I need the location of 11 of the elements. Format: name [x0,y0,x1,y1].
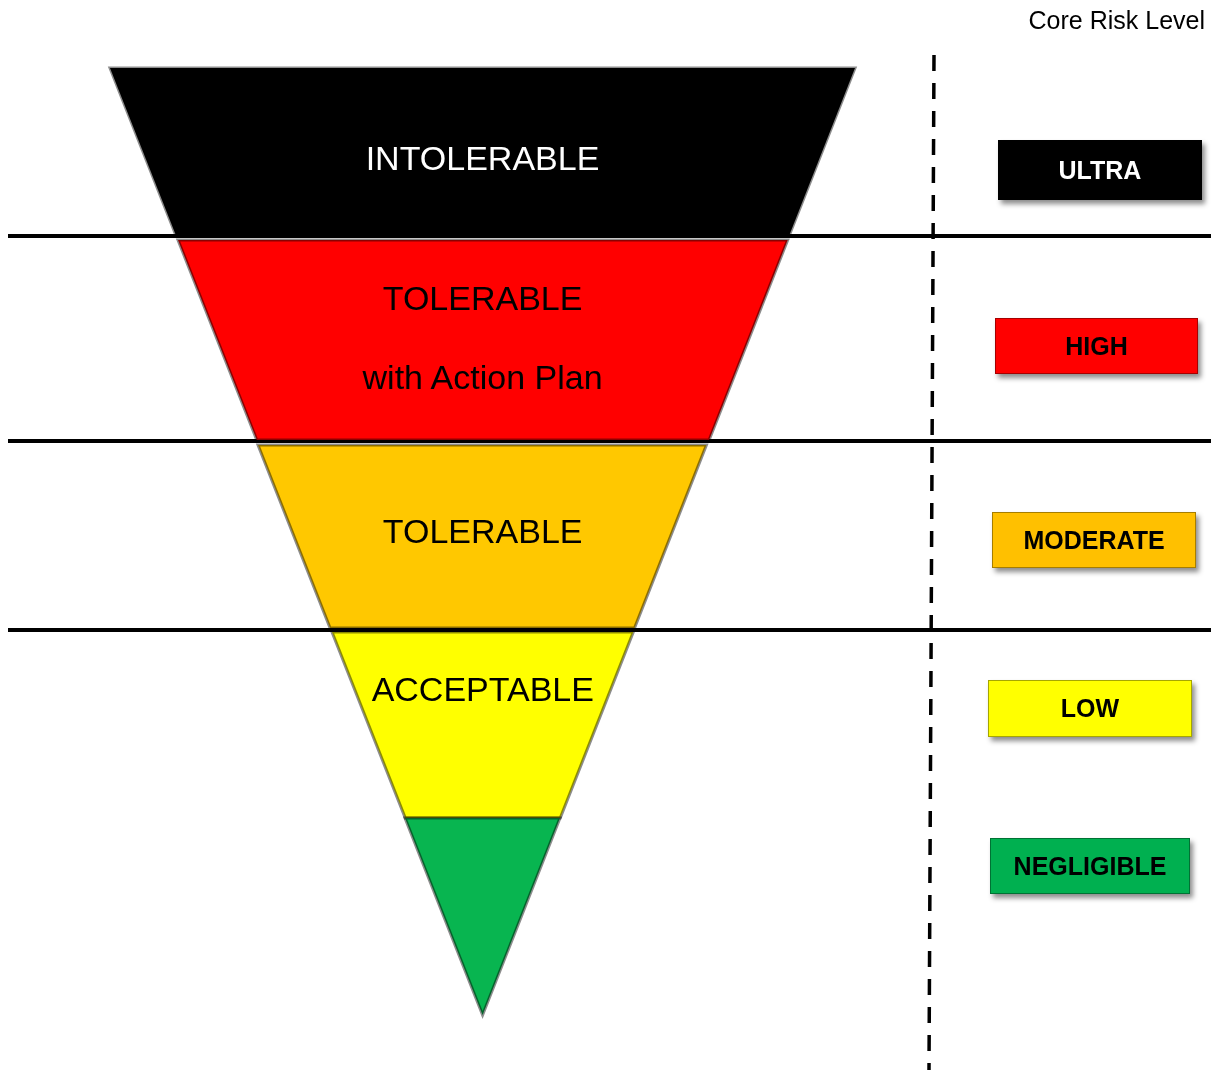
risk-level-tag: LOW [988,680,1192,737]
column-heading: Core Risk Level [1028,6,1205,35]
risk-level-tag: MODERATE [992,512,1196,568]
band-label: ACCEPTABLE [370,669,595,709]
band-label: TOLERABLE [381,278,584,318]
band-label: INTOLERABLE [364,138,601,178]
risk-level-tag: NEGLIGIBLE [990,838,1190,894]
risk-level-tag: HIGH [995,318,1198,374]
band-label: TOLERABLE [381,511,584,551]
band-label: with Action Plan [361,357,604,397]
risk-level-tag: ULTRA [998,140,1202,200]
